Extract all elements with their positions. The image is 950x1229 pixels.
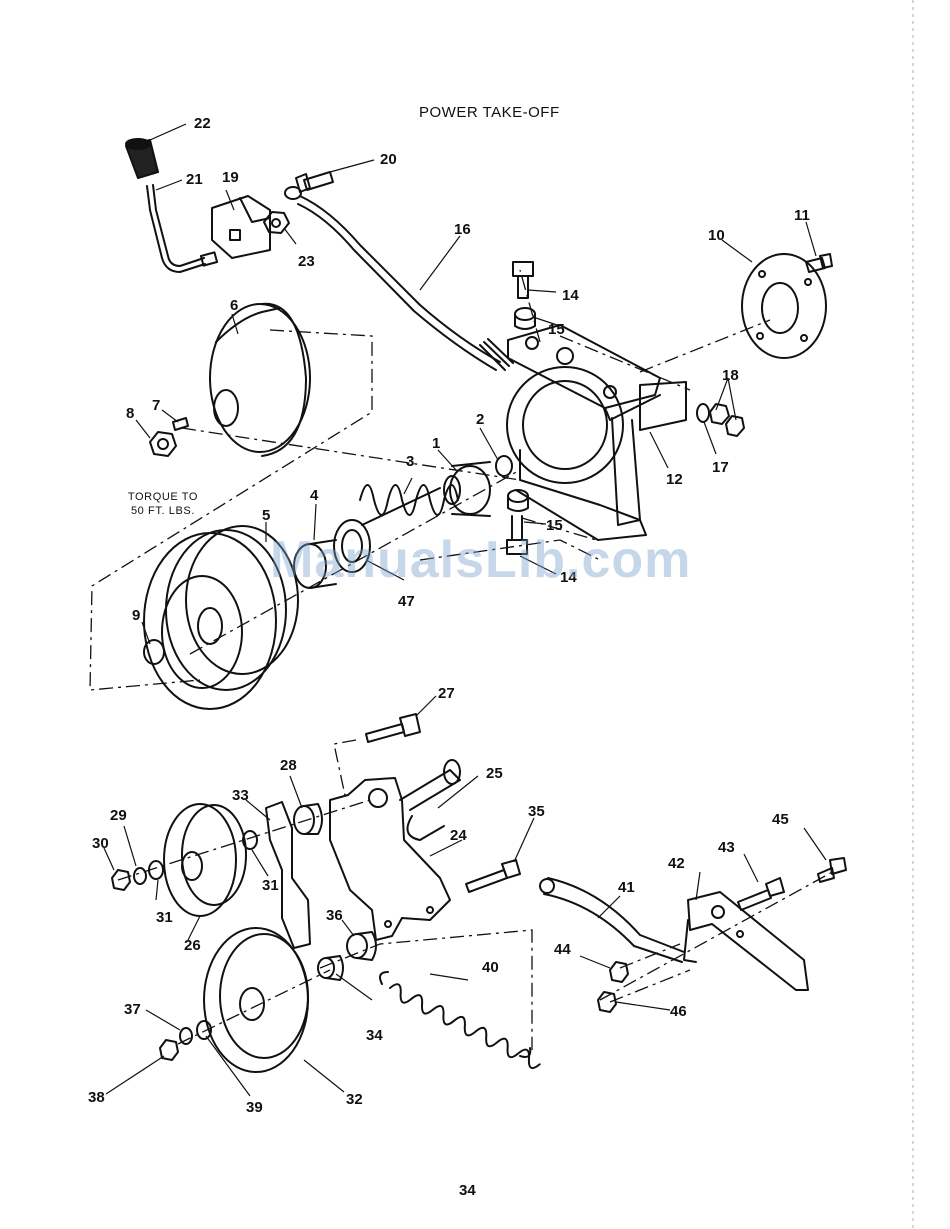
callout-1: 1	[432, 435, 440, 452]
nut-44	[610, 962, 628, 982]
callout-27: 27	[438, 685, 455, 702]
torque-note-line-2: 50 FT. LBS.	[108, 504, 218, 518]
bolt-45	[818, 858, 846, 882]
clutch-drum-6	[210, 304, 310, 456]
spring-40	[380, 972, 543, 1071]
callout-22: 22	[194, 115, 211, 132]
callout-47: 47	[398, 593, 415, 610]
callout-28: 28	[280, 757, 297, 774]
callout-4: 4	[310, 487, 319, 504]
callout-45: 45	[772, 811, 789, 828]
callout-6: 6	[230, 297, 238, 314]
callout-18: 18	[722, 367, 739, 384]
callout-42: 42	[668, 855, 685, 872]
callout-numbers: 1234567891011121414151516171819202122232…	[88, 115, 810, 1116]
washer-17	[697, 404, 709, 422]
callout-leaders	[104, 124, 826, 1096]
callout-32: 32	[346, 1091, 363, 1108]
callout-8: 8	[126, 405, 134, 422]
callout-5: 5	[262, 507, 270, 524]
callout-20: 20	[380, 151, 397, 168]
callout-44: 44	[554, 941, 571, 958]
nut-46	[598, 992, 616, 1012]
nut-8	[150, 432, 176, 456]
callout-39: 39	[246, 1099, 263, 1116]
bolt-35	[466, 860, 520, 892]
spacer-15-lower	[508, 490, 528, 511]
callout-15: 15	[548, 321, 565, 338]
callout-21: 21	[186, 171, 203, 188]
bolt-43	[738, 878, 784, 910]
callout-9: 9	[132, 607, 140, 624]
callout-35: 35	[528, 803, 545, 820]
callout-23: 23	[298, 253, 315, 270]
callout-2: 2	[476, 411, 484, 428]
callout-46: 46	[670, 1003, 687, 1020]
callout-30: 30	[92, 835, 109, 852]
callout-17: 17	[712, 459, 729, 476]
cotter-pin-25	[408, 816, 445, 840]
v-idler-32	[204, 928, 308, 1072]
lever-42	[684, 892, 808, 990]
bolt-11	[806, 254, 832, 272]
callout-34: 34	[366, 1027, 383, 1044]
plate-10	[742, 254, 826, 358]
callout-10: 10	[708, 227, 725, 244]
callout-19: 19	[222, 169, 239, 186]
lever-rod-21	[147, 185, 217, 272]
knob-22	[126, 139, 158, 178]
callout-14: 14	[562, 287, 579, 304]
callout-24: 24	[450, 827, 467, 844]
flat-idler-26	[164, 804, 246, 916]
callout-29: 29	[110, 807, 127, 824]
bolt-20	[296, 172, 333, 192]
washer-29	[134, 868, 146, 884]
callout-12: 12	[666, 471, 683, 488]
bracket-12	[507, 325, 686, 540]
callout-43: 43	[718, 839, 735, 856]
callout-41: 41	[618, 879, 635, 896]
spacer-28	[294, 804, 322, 834]
page-number: 34	[459, 1182, 476, 1199]
callout-33: 33	[232, 787, 249, 804]
torque-note: TORQUE TO 50 FT. LBS.	[108, 490, 218, 518]
torque-note-line-1: TORQUE TO	[108, 490, 218, 504]
pto-rod-16	[285, 187, 513, 370]
callout-26: 26	[184, 937, 201, 954]
callout-7: 7	[152, 397, 160, 414]
callout-16: 16	[454, 221, 471, 238]
bracket-19	[212, 196, 270, 258]
bolt-27	[366, 714, 420, 742]
callout-37: 37	[124, 1001, 141, 1018]
callout-25: 25	[486, 765, 503, 782]
callout-38: 38	[88, 1089, 105, 1106]
callout-31: 31	[262, 877, 279, 894]
callout-11: 11	[794, 207, 810, 224]
idler-arm-24	[330, 760, 460, 940]
callout-31: 31	[156, 909, 173, 926]
nut-30	[112, 870, 130, 890]
snap-ring-2	[496, 456, 512, 476]
callout-40: 40	[482, 959, 499, 976]
callout-3: 3	[406, 453, 414, 470]
nuts-18	[710, 404, 744, 436]
callout-36: 36	[326, 907, 343, 924]
watermark: ManualsLib.com	[270, 530, 691, 590]
bracket-33	[266, 802, 310, 948]
